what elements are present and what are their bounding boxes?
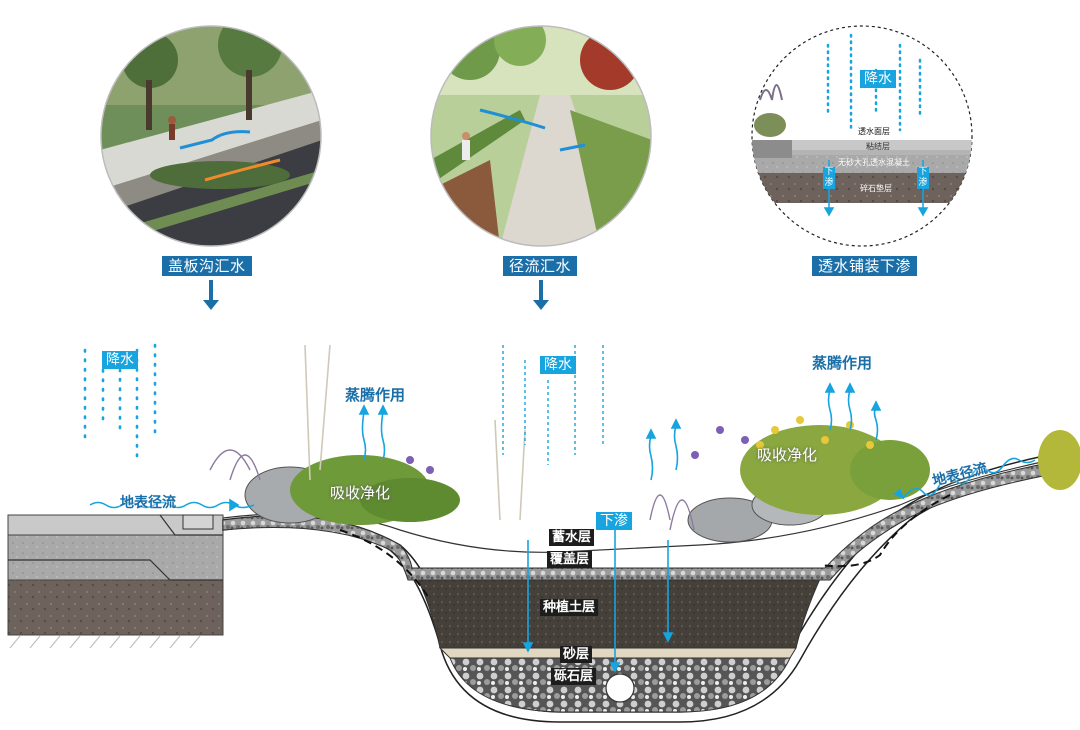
inset-layer-concrete: 无砂大孔透水混凝土: [838, 158, 910, 167]
surface-runoff-arrows: [89, 457, 1036, 512]
rain-middle: [502, 345, 604, 465]
inset-layer-gravel-base: 碎石垫层: [860, 184, 892, 193]
caption-drainage-ditch: 盖板沟汇水: [162, 256, 252, 276]
layer-cover: 覆盖层: [547, 551, 593, 568]
transpiration-label-right: 蒸腾作用: [812, 354, 873, 372]
absorb-label-left: 吸收净化: [330, 484, 391, 502]
infiltration-arrows: [522, 520, 674, 673]
arrow-down-icon: [203, 280, 219, 310]
vignette-runoff-collection: [431, 26, 651, 246]
caption-runoff-collection: 径流汇水: [503, 256, 578, 276]
layer-gravel: 砾石层: [551, 668, 597, 685]
absorb-label-right: 吸收净化: [757, 446, 818, 464]
rain-label-middle: 降水: [540, 356, 576, 374]
transpiration-label-left: 蒸腾作用: [345, 386, 406, 404]
inset-layer-bond: 粘结层: [866, 142, 890, 151]
infiltration-label: 下渗: [596, 512, 632, 530]
layer-storage: 蓄水层: [549, 529, 595, 546]
caption-permeable-pavement: 透水铺装下渗: [812, 256, 918, 276]
surface-runoff-label-left: 地表径流: [120, 495, 176, 511]
vignette-permeable-pavement: [751, 25, 973, 247]
inset-infiltration-right: 下渗: [917, 167, 929, 189]
inset-infiltration-left: 下渗: [823, 167, 835, 189]
cross-section: [7, 343, 1080, 723]
arrow-down-icon: [533, 280, 549, 310]
vignette-drainage-ditch: [101, 26, 321, 246]
rain-label-left: 降水: [102, 351, 138, 369]
layer-sand: 砂层: [560, 646, 593, 663]
layer-planting-soil: 种植土层: [540, 599, 599, 616]
inset-layer-surface: 透水面层: [858, 127, 890, 136]
transpiration-arrows: [358, 382, 882, 481]
inset-rain-label: 降水: [860, 70, 896, 88]
